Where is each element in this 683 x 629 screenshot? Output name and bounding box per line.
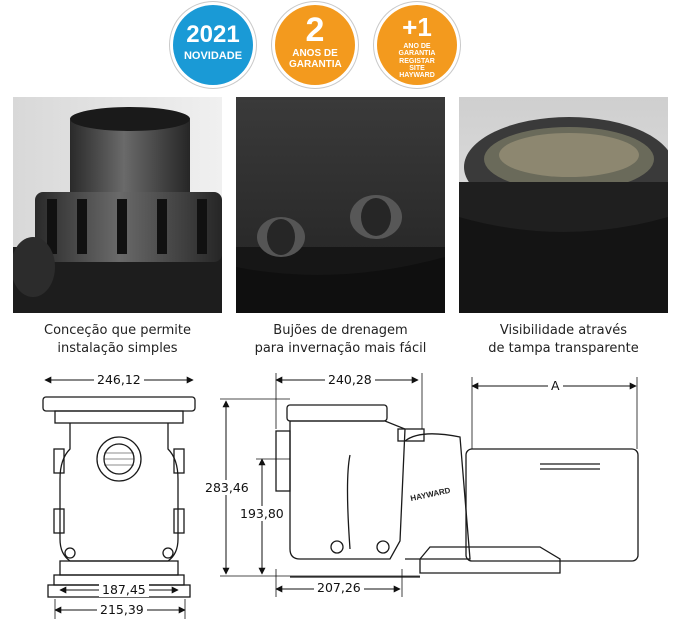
caption-drain: Bujões de drenagem para invernação mais … <box>226 322 455 358</box>
caption-drain-line1: Bujões de drenagem <box>273 323 408 338</box>
brand-label: HAYWARD <box>410 486 452 503</box>
badge-2-anos-garantia: 2 ANOS DE GARANTIA <box>275 5 355 85</box>
badge-2-number: 2 <box>305 11 325 49</box>
badge-novidade: 2021 NOVIDADE <box>173 5 253 85</box>
badge-mais-1-ano: +1 ANO DE GARANTIA REGISTAR SITE HAYWARD <box>377 5 457 85</box>
photo-transparent-lid <box>459 97 668 313</box>
badge-2-label: ANOS DE GARANTIA <box>289 48 342 70</box>
caption-visibility: Visibilidade através de tampa transparen… <box>459 322 668 358</box>
photo-union-fitting <box>13 97 222 313</box>
side-view-drawing <box>275 404 639 578</box>
caption-installation-line1: Conceção que permite <box>44 323 191 338</box>
badge-year: 2021 <box>186 21 240 48</box>
badge-plus1-number: +1 <box>402 12 432 42</box>
dim-front-width-top: 246,12 <box>94 372 144 387</box>
front-view-drawing <box>42 396 196 598</box>
caption-visibility-line2: de tampa transparente <box>488 341 639 356</box>
caption-visibility-line1: Visibilidade através <box>499 323 628 338</box>
photo-drain-plugs <box>236 97 445 313</box>
caption-installation-line2: instalação simples <box>57 341 178 356</box>
caption-drain-line2: para invernação mais fácil <box>254 341 427 356</box>
badge-plus1-label: ANO DE GARANTIA REGISTAR SITE HAYWARD <box>398 43 436 80</box>
dim-front-base-outer: 215,39 <box>97 602 147 617</box>
caption-installation: Conceção que permite instalação simples <box>13 322 222 358</box>
dim-base-length: 207,26 <box>314 580 364 595</box>
dim-side-top: 240,28 <box>325 372 375 387</box>
dim-motor-length: A <box>548 378 563 393</box>
dim-inlet-height: 193,80 <box>238 506 286 521</box>
dim-total-height: 283,46 <box>203 480 251 495</box>
badge-novidade-label: NOVIDADE <box>183 50 243 62</box>
dim-front-base-inner: 187,45 <box>99 582 149 597</box>
